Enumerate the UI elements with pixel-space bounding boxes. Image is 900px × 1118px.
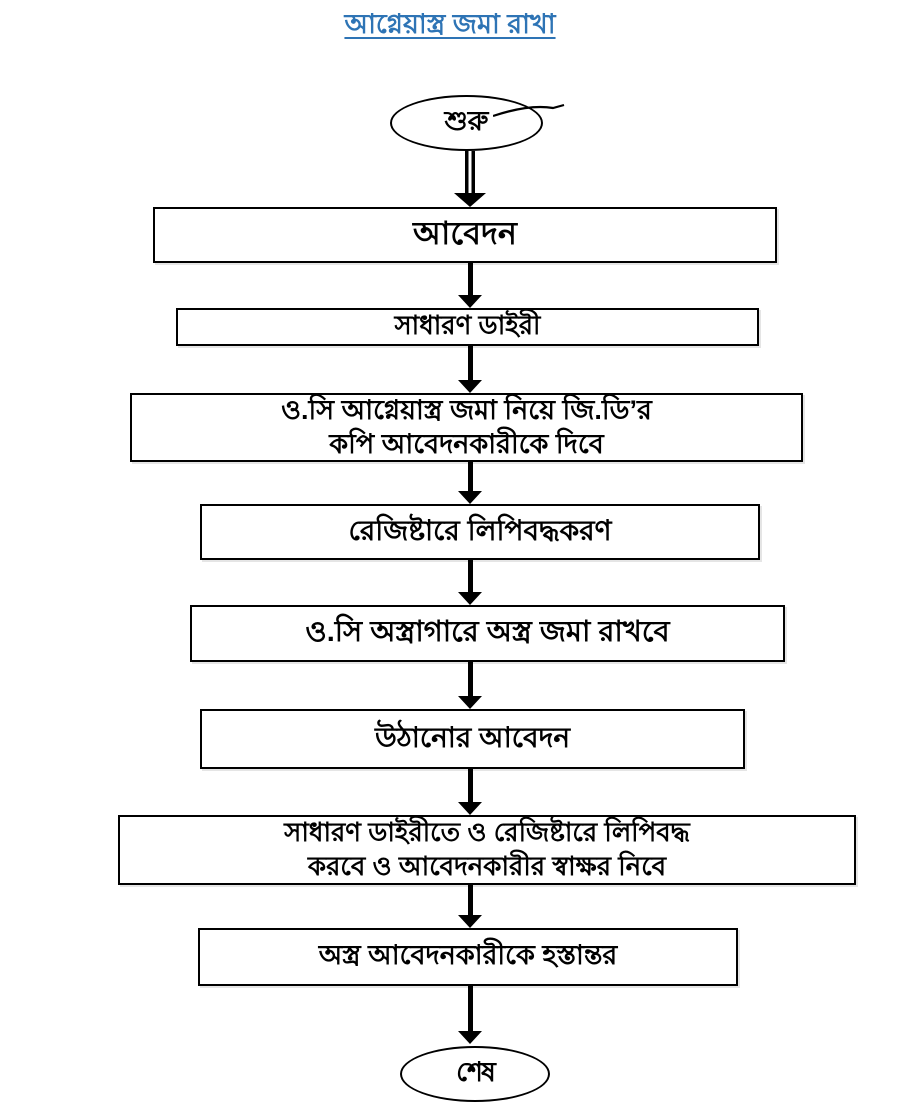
start-label: শুরু — [444, 105, 489, 136]
arrow-head-icon — [458, 915, 482, 928]
flow-arrow — [457, 462, 483, 504]
process-label: উঠানোর আবেদন — [374, 721, 571, 753]
flow-arrow — [457, 885, 483, 928]
flow-arrow — [457, 986, 483, 1044]
arrow-shaft — [467, 986, 473, 1031]
process-label: আবেদন — [413, 215, 517, 251]
arrow-shaft — [467, 346, 473, 380]
process-box-record-and-signature: সাধারণ ডাইরীতে ও রেজিষ্টারে লিপিবদ্ধ করব… — [118, 815, 856, 885]
arrow-shaft — [467, 885, 473, 915]
process-box-armory-deposit: ও.সি অস্ত্রাগারে অস্ত্র জমা রাখবে — [190, 605, 785, 662]
flow-arrow — [457, 346, 483, 393]
start-flourish-stroke — [493, 103, 565, 118]
process-box-register-entry: রেজিষ্টারে লিপিবদ্ধকরণ — [200, 504, 760, 560]
process-label: ও.সি আগ্নেয়াস্ত্র জমা নিয়ে জি.ডি’র কপি… — [281, 394, 652, 459]
process-label: সাধারণ ডাইরী — [394, 310, 541, 340]
arrow-head-icon — [458, 696, 482, 709]
arrow-head-icon — [458, 380, 482, 393]
process-label: সাধারণ ডাইরীতে ও রেজিষ্টারে লিপিবদ্ধ করব… — [284, 817, 690, 881]
arrow-head-icon — [458, 491, 482, 504]
arrow-head-icon — [458, 592, 482, 605]
process-label: অস্ত্র আবেদনকারীকে হস্তান্তর — [318, 939, 618, 970]
arrow-shaft — [467, 462, 473, 491]
flow-arrow — [457, 769, 483, 815]
process-box-weapon-handover: অস্ত্র আবেদনকারীকে হস্তান্তর — [198, 928, 738, 986]
flow-arrow — [454, 151, 486, 207]
page-title: আগ্নেয়াস্ত্র জমা রাখা — [344, 9, 556, 39]
arrow-shaft — [467, 263, 473, 295]
end-terminator: শেষ — [400, 1046, 550, 1102]
flow-arrow — [457, 263, 483, 308]
process-label: ও.সি অস্ত্রাগারে অস্ত্র জমা রাখবে — [305, 616, 670, 648]
arrow-shaft — [467, 560, 473, 592]
start-terminator: শুরু — [390, 95, 543, 151]
process-box-withdraw-application: উঠানোর আবেদন — [200, 709, 745, 769]
arrow-head-icon — [458, 295, 482, 308]
arrow-head-icon — [454, 193, 486, 207]
arrow-head-icon — [458, 1031, 482, 1044]
process-box-application: আবেদন — [153, 207, 777, 263]
flow-arrow — [457, 560, 483, 605]
process-box-oc-gd-copy: ও.সি আগ্নেয়াস্ত্র জমা নিয়ে জি.ডি’র কপি… — [130, 393, 803, 462]
process-box-general-diary: সাধারণ ডাইরী — [176, 308, 759, 346]
flow-arrow — [457, 662, 483, 709]
arrow-shaft — [467, 769, 473, 802]
end-label: শেষ — [456, 1056, 496, 1087]
arrow-shaft — [465, 151, 475, 193]
arrow-head-icon — [458, 802, 482, 815]
arrow-shaft — [467, 662, 473, 696]
process-label: রেজিষ্টারে লিপিবদ্ধকরণ — [348, 514, 612, 546]
